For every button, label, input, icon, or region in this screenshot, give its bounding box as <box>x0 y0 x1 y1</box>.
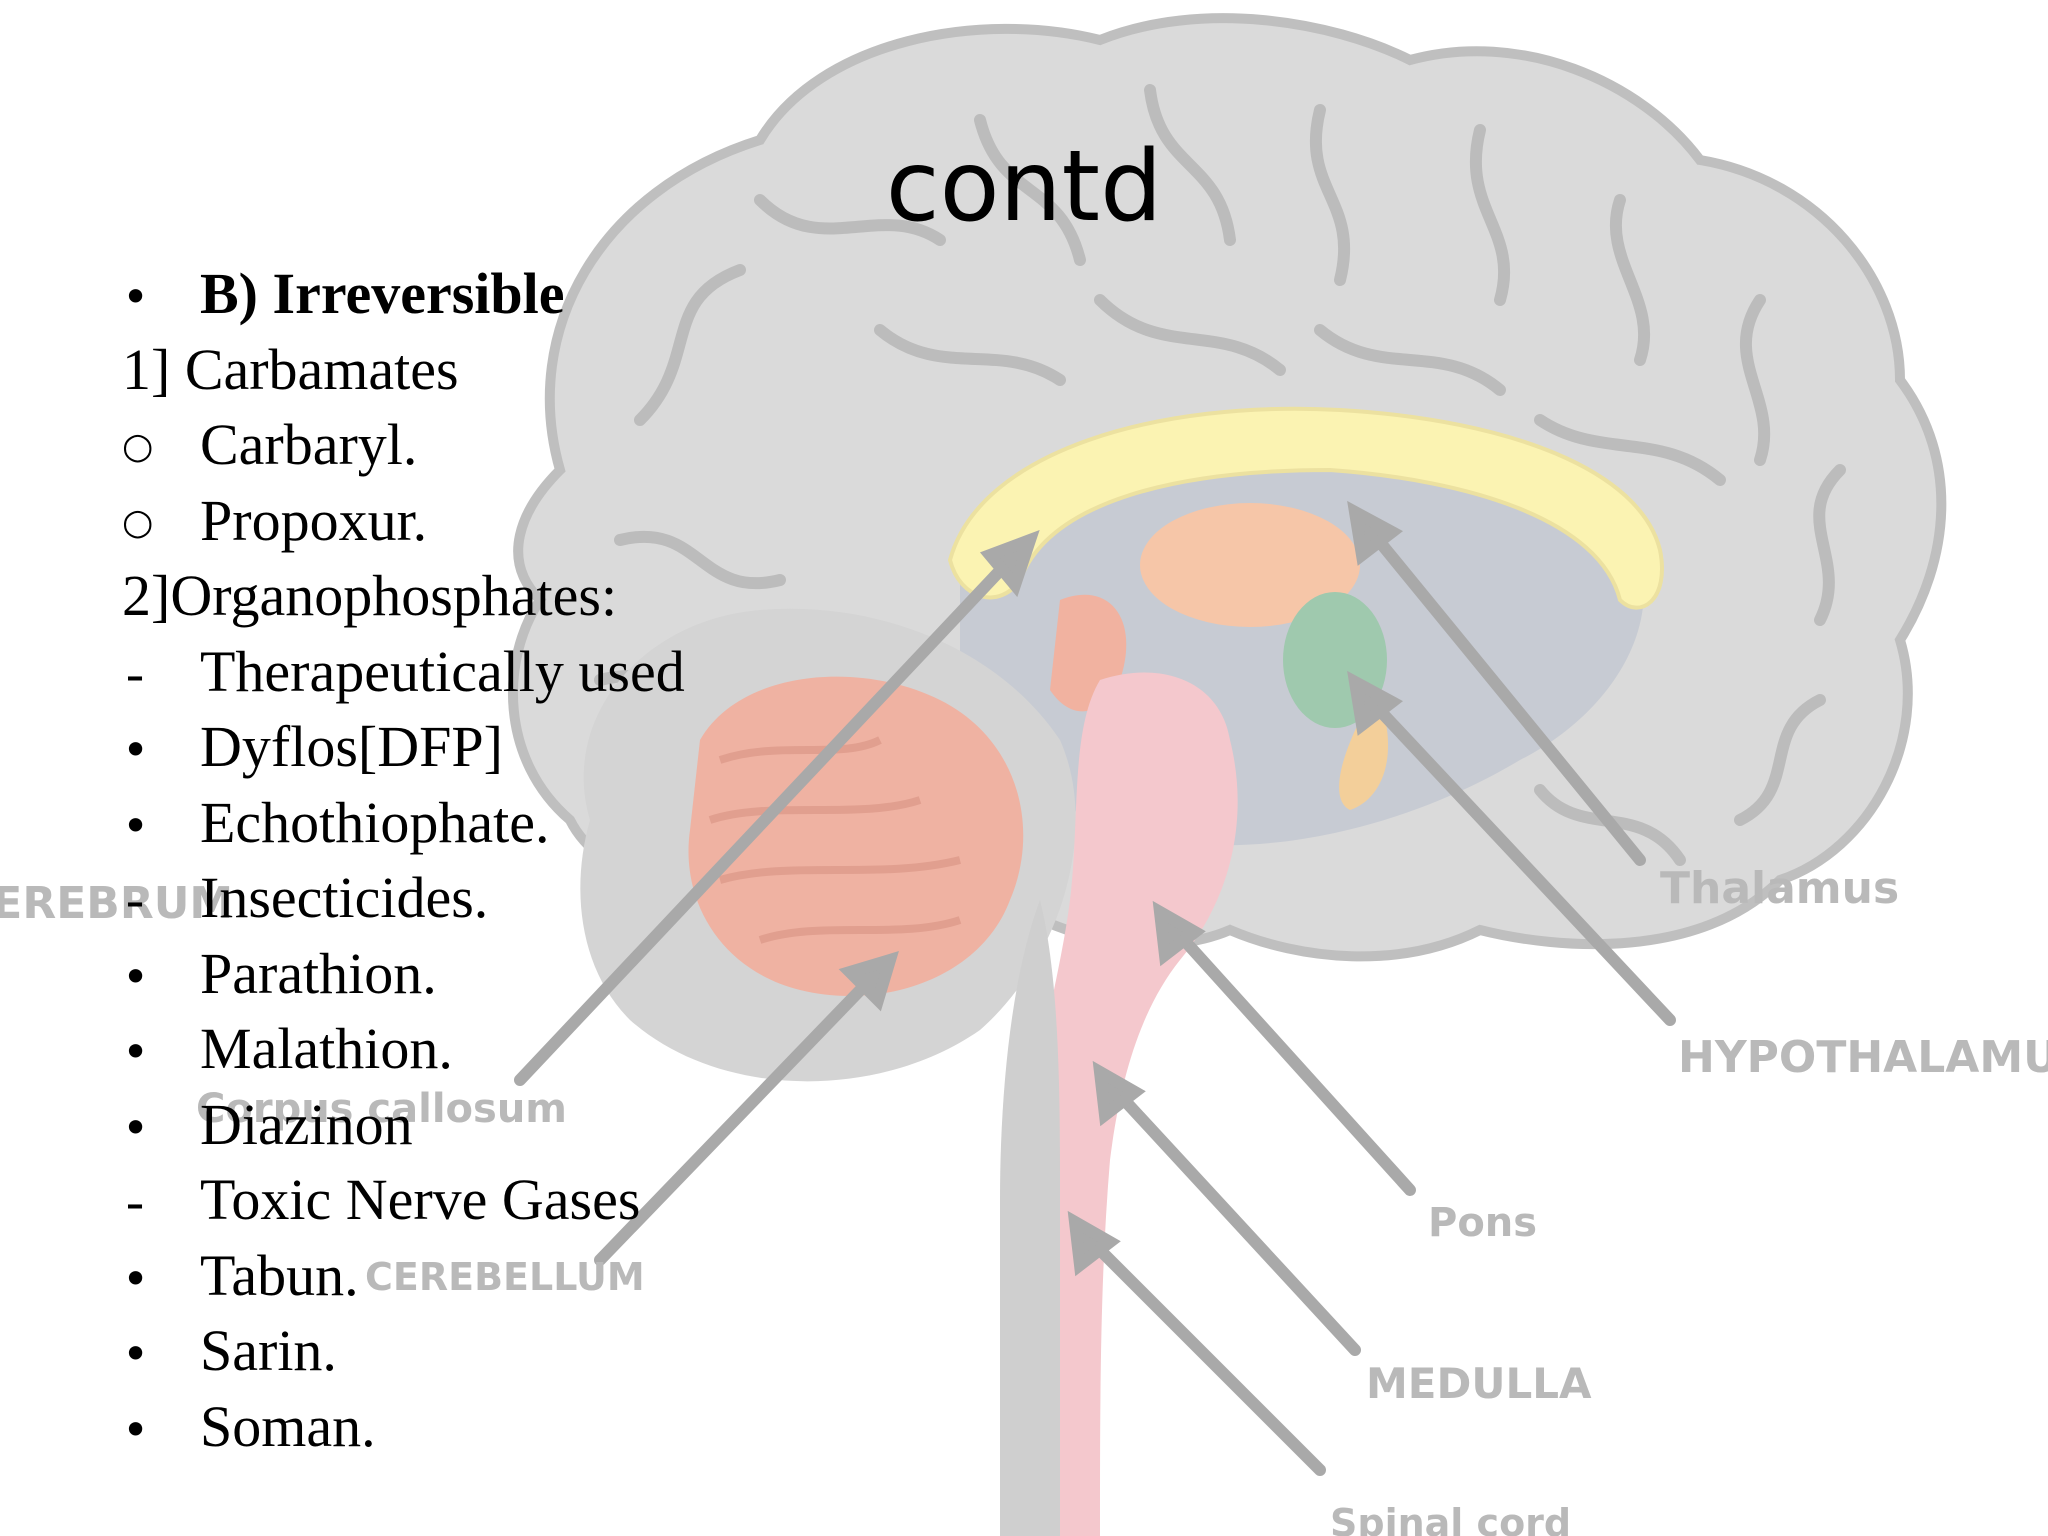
list-item-text: Malathion. <box>200 1016 453 1081</box>
bullet-dot-icon <box>122 1313 182 1393</box>
list-item-text: Insecticides. <box>200 865 489 930</box>
list-item-text: B) Irreversible <box>200 261 565 326</box>
bullet-dash-icon <box>122 1162 182 1240</box>
label-cerebellum: CEREBELLUM <box>365 1255 645 1299</box>
slide-title: contd <box>885 130 1163 244</box>
list-item-text: 1] Carbamates <box>122 336 459 402</box>
label-corpus-callosum: Corpus callosum <box>196 1086 567 1132</box>
list-item-text: Toxic Nerve Gases <box>200 1167 641 1232</box>
pointer-arrows <box>514 500 1676 1476</box>
list-item-text: Dyflos[DFP] <box>200 714 503 779</box>
bullet-dot-icon <box>122 785 182 865</box>
list-item-text: Soman. <box>200 1393 376 1459</box>
bullet-dot-icon <box>122 1087 182 1167</box>
spinal-cord-shape <box>1000 900 1060 1536</box>
label-thalamus: Thalamus <box>1660 863 1899 914</box>
thalamus-shape <box>1140 503 1360 627</box>
label-medulla: MEDULLA <box>1366 1359 1592 1408</box>
bullet-dot-icon <box>122 709 182 789</box>
gyri-lines <box>594 84 1846 866</box>
bullet-dash-icon <box>122 634 182 712</box>
bullet-circle-icon <box>122 483 182 567</box>
cerebellum-folds <box>708 736 962 944</box>
label-spinal-cord: Spinal cord <box>1330 1501 1571 1536</box>
list-item-text: Echothiophate. <box>200 789 550 855</box>
bullet-dot-icon <box>122 1238 182 1318</box>
pituitary-shape <box>1339 700 1389 810</box>
bullet-dot-icon <box>122 256 182 336</box>
list-item-text: Tabun. <box>200 1242 359 1308</box>
label-hypothalamus: HYPOTHALAMUS <box>1678 1032 2048 1083</box>
label-cerebrum: CEREBRUM <box>0 878 233 929</box>
list-item-text: Carbaryl. <box>200 412 418 477</box>
list-item-text: Therapeutically used <box>200 638 685 704</box>
bullet-dot-icon <box>122 936 182 1016</box>
bullet-dot-icon <box>122 1389 182 1469</box>
label-pons: Pons <box>1428 1200 1537 1246</box>
list-item-text: Parathion. <box>200 940 437 1006</box>
cerebellum-shape <box>688 676 1024 996</box>
list-item-text: Sarin. <box>200 1318 337 1383</box>
list-item-text: Diazinon <box>200 1091 413 1157</box>
bullet-dot-icon <box>122 1011 182 1091</box>
bullet-circle-icon <box>122 407 182 491</box>
list-item-text: 2]Organophosphates: <box>122 563 618 628</box>
corpus-callosum-shape <box>947 406 1664 610</box>
list-item-text: Propoxur. <box>200 487 428 553</box>
bullet-dash-icon <box>122 860 182 938</box>
